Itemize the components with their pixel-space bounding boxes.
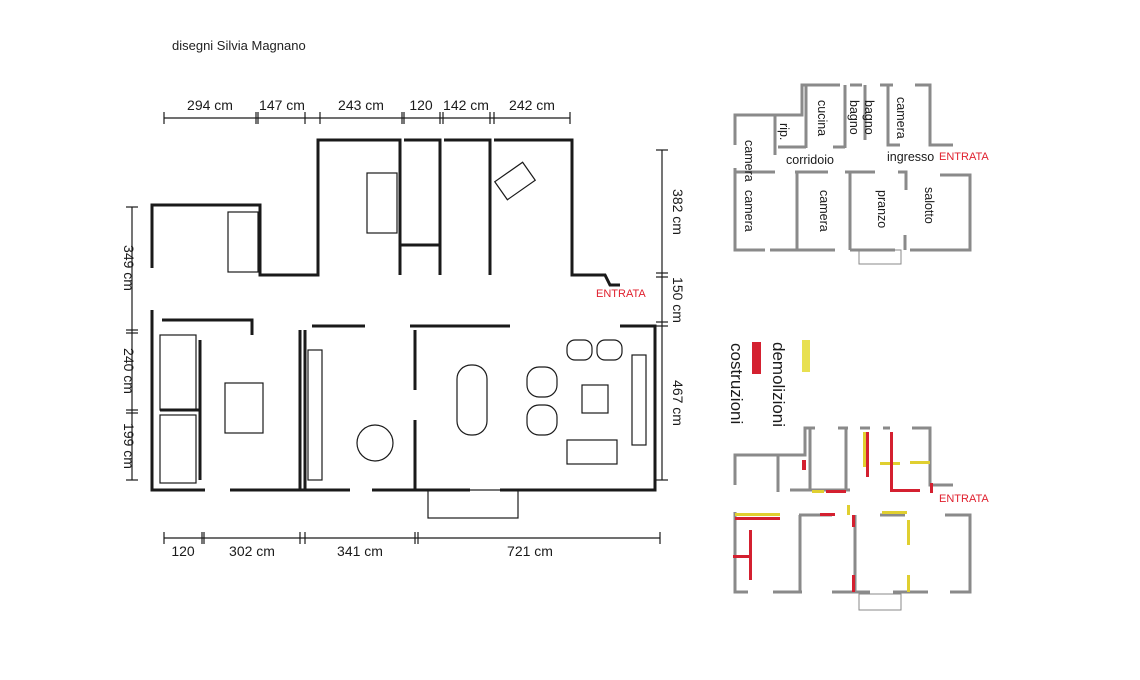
dimension-left: 349 cm 240 cm 199 cm — [121, 206, 138, 481]
room-label: camera — [742, 190, 756, 232]
room-label: ingresso — [887, 150, 934, 164]
dim-label: 349 cm — [121, 245, 137, 291]
room-label: rip. — [777, 123, 791, 140]
room-label: camera — [894, 97, 908, 139]
dim-label: 142 cm — [443, 97, 489, 113]
dining-table — [456, 364, 488, 436]
dim-label: 382 cm — [670, 189, 686, 235]
demolition-label: demolizioni — [769, 342, 788, 427]
armchair — [566, 339, 593, 361]
kitchen-counter — [307, 349, 323, 481]
construction-swatch — [752, 342, 761, 374]
single-bed — [366, 172, 398, 234]
dim-label: 199 cm — [121, 423, 137, 469]
dim-label: 120 — [171, 543, 195, 559]
dim-label: 240 cm — [121, 348, 137, 394]
desk — [493, 161, 537, 201]
wardrobe — [159, 414, 197, 484]
armchair — [526, 366, 558, 398]
dim-label: 721 cm — [507, 543, 553, 559]
construction-marks — [733, 432, 933, 592]
room-label: camera — [742, 140, 756, 182]
dim-label: 147 cm — [259, 97, 305, 113]
furniture — [159, 161, 647, 484]
construction-label: costruzioni — [727, 343, 746, 424]
dim-label: 341 cm — [337, 543, 383, 559]
original-floor-plan: camera rip. cucina bagno bagno camera co… — [733, 83, 989, 265]
dim-label: 294 cm — [187, 97, 233, 113]
room-label: camera — [817, 190, 831, 232]
walls — [150, 138, 657, 519]
changes-floor-plan: ENTRATA — [733, 426, 989, 611]
dim-label: 467 cm — [670, 380, 686, 426]
dim-label: 242 cm — [509, 97, 555, 113]
room-label: corridoio — [786, 153, 834, 167]
room-label: cucina — [815, 100, 829, 136]
dimension-right: 382 cm 150 cm 467 cm — [656, 149, 686, 481]
room-label: salotto — [922, 187, 936, 224]
coffee-table — [581, 384, 609, 414]
dim-label: 120 — [409, 97, 433, 113]
sofa — [566, 439, 618, 465]
round-table — [356, 424, 394, 462]
cabinet — [631, 354, 647, 446]
entrance-label: ENTRATA — [596, 288, 646, 300]
main-floor-plan: 294 cm 147 cm 243 cm 120 142 cm 242 cm 1… — [121, 97, 686, 559]
room-label: pranzo — [875, 190, 889, 228]
dimension-top: 294 cm 147 cm 243 cm 120 142 cm 242 cm — [163, 97, 571, 124]
armchair — [596, 339, 623, 361]
entrance-label: ENTRATA — [939, 493, 989, 505]
dim-label: 150 cm — [670, 277, 686, 323]
legend: demolizioni costruzioni — [727, 340, 810, 427]
double-bed — [224, 382, 264, 434]
demolition-swatch — [802, 340, 810, 372]
room-label: bagno — [847, 100, 861, 135]
armchair — [526, 404, 558, 436]
entrance-label: ENTRATA — [939, 151, 989, 163]
shower — [227, 211, 259, 273]
dim-label: 302 cm — [229, 543, 275, 559]
wardrobe — [159, 334, 197, 411]
room-label: bagno — [862, 100, 876, 135]
dimension-bottom: 120 302 cm 341 cm 721 cm — [163, 532, 661, 559]
credit-text: disegni Silvia Magnano — [172, 38, 306, 53]
dim-label: 243 cm — [338, 97, 384, 113]
